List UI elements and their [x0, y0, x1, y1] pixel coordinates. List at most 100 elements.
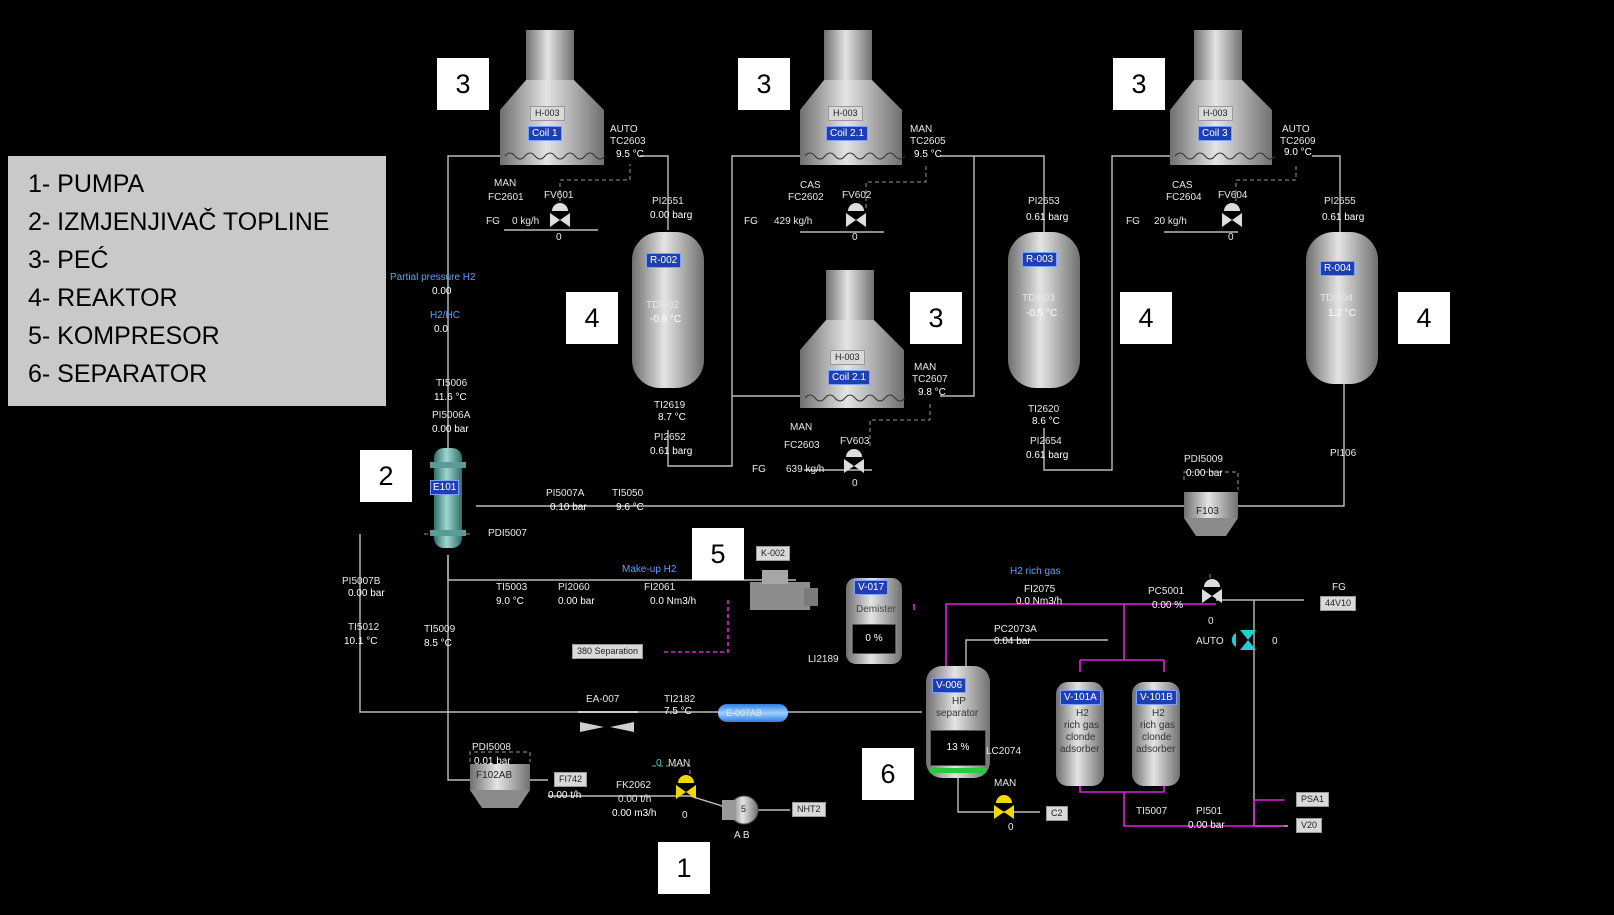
pi5007b-tag[interactable]: PI5007B: [342, 576, 381, 587]
callout-reactor-2: 4: [1120, 292, 1172, 344]
pi2652-value: 0.61 barg: [650, 446, 693, 457]
furnace-1-plate[interactable]: H-003: [530, 106, 565, 121]
ti5009-value: 8.5 °C: [424, 638, 452, 649]
tc2607-tag[interactable]: TC2607: [912, 374, 948, 385]
furnace-2-coil-tag[interactable]: Coil 2.1: [826, 126, 868, 141]
lc2074-tag[interactable]: LC2074: [986, 746, 1022, 757]
dest-v20-link[interactable]: V20: [1296, 818, 1323, 833]
dest-44v10-link[interactable]: 44V10: [1320, 596, 1357, 611]
ti5009-tag[interactable]: TI5009: [424, 624, 456, 635]
fk2062-volume: 0.00 m3/h: [612, 808, 657, 819]
ti5003-tag[interactable]: TI5003: [496, 582, 528, 593]
hp-separator-v-006-tag[interactable]: V-006: [932, 678, 967, 693]
adsorber-b-vessel: [1132, 682, 1180, 786]
pi2060-tag[interactable]: PI2060: [558, 582, 590, 593]
adsorber-v-101b-tag[interactable]: V-101B: [1136, 690, 1177, 705]
ti5050-tag[interactable]: TI5050: [612, 488, 644, 499]
ti5007-tag[interactable]: TI5007: [1136, 806, 1168, 817]
ti5012-tag[interactable]: TI5012: [348, 622, 380, 633]
pi2651-tag[interactable]: PI2651: [652, 196, 684, 207]
fi2075-tag[interactable]: FI2075: [1024, 584, 1056, 595]
fc2604-flow: 20 kg/h: [1154, 216, 1187, 227]
furnace-2-plate[interactable]: H-003: [828, 106, 863, 121]
pi5007a-value: 0.10 bar: [550, 502, 587, 513]
ti5006-value: 11.6 °C: [434, 392, 467, 403]
fk2062-tag[interactable]: FK2062: [616, 780, 652, 791]
pi2653-tag[interactable]: PI2653: [1028, 196, 1060, 207]
adsorber-b-line-2: rich gas: [1140, 720, 1176, 731]
pc2073a-tag[interactable]: PC2073A: [994, 624, 1037, 635]
pi5007a-tag[interactable]: PI5007A: [546, 488, 585, 499]
demister-v-017-tag[interactable]: V-017: [854, 580, 889, 595]
legend-item-kompresor: 5- KOMPRESOR: [28, 322, 220, 350]
tc2605-tag[interactable]: TC2605: [910, 136, 946, 147]
dest-psa1-link[interactable]: PSA1: [1296, 792, 1330, 807]
ti2620-tag[interactable]: TI2620: [1028, 404, 1060, 415]
dest-c2-link[interactable]: C2: [1046, 806, 1068, 821]
pump-vessel: [722, 795, 759, 825]
pc5001-tag[interactable]: PC5001: [1148, 586, 1185, 597]
fv601-tag: FV601: [544, 190, 574, 201]
legend-item-reaktor: 4- REAKTOR: [28, 284, 178, 312]
legend-item-izmjenjivac: 2- IZMJENJIVAČ TOPLINE: [28, 208, 330, 236]
furnace-4-plate[interactable]: H-003: [830, 350, 865, 365]
fc2601-tag[interactable]: FC2601: [488, 192, 524, 203]
filter-f102ab-tag[interactable]: F102AB: [476, 770, 513, 781]
source-nht2-link[interactable]: NHT2: [792, 802, 826, 817]
e-007ab-tag[interactable]: E-007AB: [726, 708, 763, 718]
pi501-value: 0.00 bar: [1188, 820, 1225, 831]
pi5007b-value: 0.00 bar: [348, 588, 385, 599]
callout-reactor-3: 4: [1398, 292, 1450, 344]
reactor-r-004-tag[interactable]: R-004: [1320, 261, 1356, 276]
control-valves: [550, 203, 1256, 819]
fc2603-tag[interactable]: FC2603: [784, 440, 820, 451]
fi2061-tag[interactable]: FI2061: [644, 582, 676, 593]
fv603-output: 0: [852, 478, 858, 489]
furnace-3-coil-tag[interactable]: Coil 3: [1198, 126, 1232, 141]
fc2603-mode: MAN: [790, 422, 813, 433]
ti2182-tag[interactable]: TI2182: [664, 694, 696, 705]
ti2619-tag[interactable]: TI2619: [654, 400, 686, 411]
pi2655-tag[interactable]: PI2655: [1324, 196, 1356, 207]
tdi004-tag: TDI004: [1320, 293, 1353, 304]
pdi5008-tag[interactable]: PDI5008: [472, 742, 511, 753]
fv602-tag: FV602: [842, 190, 872, 201]
tc2609-mode: AUTO: [1282, 124, 1310, 135]
reactor-r-002-tag[interactable]: R-002: [646, 253, 682, 268]
fc2604-tag[interactable]: FC2604: [1166, 192, 1202, 203]
separation-380-link[interactable]: 380 Separation: [572, 644, 644, 659]
fg-label-1: FG: [486, 216, 500, 227]
reactor-r-003-tag[interactable]: R-003: [1022, 252, 1058, 267]
exchanger-e101: [430, 448, 466, 548]
ti5006-tag[interactable]: TI5006: [436, 378, 468, 389]
pi5006a-tag[interactable]: PI5006A: [432, 410, 471, 421]
tc2605-mode: MAN: [910, 124, 933, 135]
legend-item-pumpa: 1- PUMPA: [28, 170, 145, 198]
pdi5009-tag[interactable]: PDI5009: [1184, 454, 1223, 465]
pi2654-tag[interactable]: PI2654: [1030, 436, 1062, 447]
fc2602-tag[interactable]: FC2602: [788, 192, 824, 203]
ti5050-value: 9.6 °C: [616, 502, 644, 513]
exchanger-e101-tag[interactable]: E101: [430, 480, 460, 495]
pi2652-tag[interactable]: PI2652: [654, 432, 686, 443]
h2-lines: [664, 600, 1284, 827]
furnace-3-plate[interactable]: H-003: [1198, 106, 1233, 121]
pi501-tag[interactable]: PI501: [1196, 806, 1223, 817]
compressor-k-002-plate[interactable]: K-002: [756, 546, 791, 561]
tc2607-mode: MAN: [914, 362, 937, 373]
adsorber-a-line-4: adsorber: [1060, 744, 1100, 755]
furnace-h-003-coil-3: [1170, 30, 1276, 165]
adsorber-v-101a-tag[interactable]: V-101A: [1060, 690, 1101, 705]
adsorber-b-line-4: adsorber: [1136, 744, 1176, 755]
li2189-tag[interactable]: LI2189: [808, 654, 839, 665]
pdi5007-tag[interactable]: PDI5007: [488, 528, 527, 539]
tc2603-tag[interactable]: TC2603: [610, 136, 646, 147]
furnace-4-coil-tag[interactable]: Coil 2.1: [828, 370, 870, 385]
tc2609-tag[interactable]: TC2609: [1280, 136, 1316, 147]
fv602-output: 0: [852, 232, 858, 243]
ea-007-tag[interactable]: EA-007: [586, 694, 620, 705]
pi106-tag[interactable]: PI106: [1330, 448, 1357, 459]
fi742-tag[interactable]: FI742: [554, 772, 588, 787]
filter-f103-tag[interactable]: F103: [1196, 506, 1219, 517]
furnace-1-coil-tag[interactable]: Coil 1: [528, 126, 562, 141]
